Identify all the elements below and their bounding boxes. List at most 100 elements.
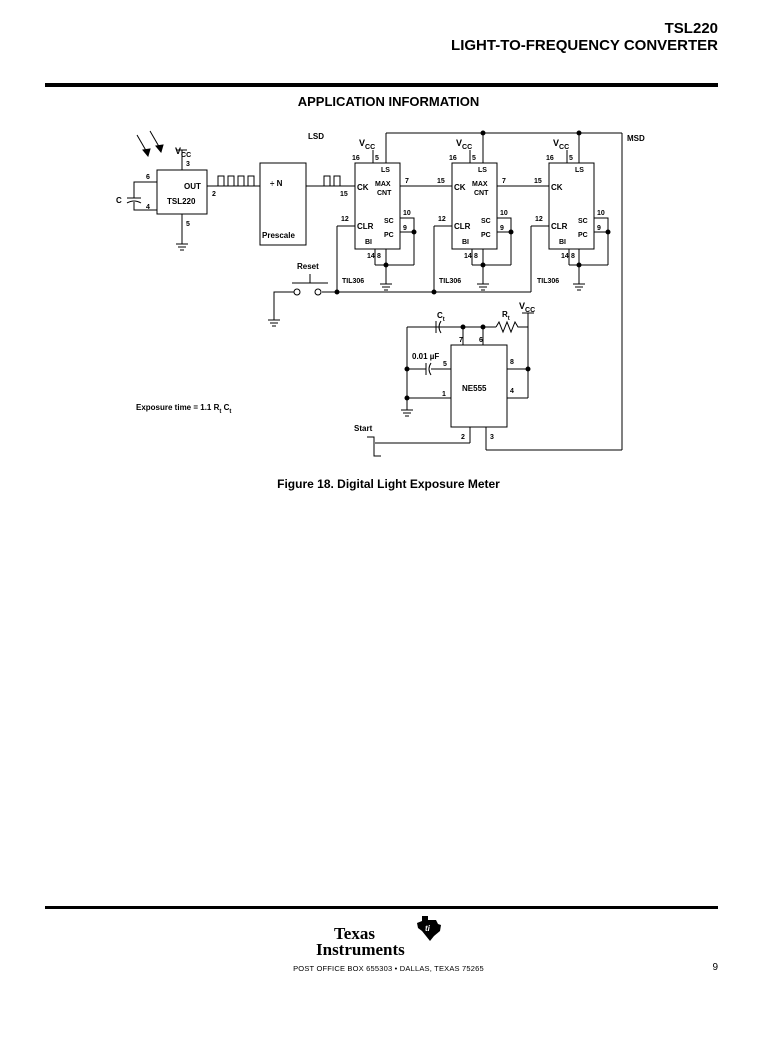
svg-text:16: 16: [449, 155, 457, 162]
document-title: LIGHT-TO-FREQUENCY CONVERTER: [451, 37, 718, 54]
svg-text:CK: CK: [551, 183, 563, 192]
start-label: Start: [354, 424, 373, 433]
svg-text:5: 5: [375, 155, 379, 162]
svg-text:16: 16: [546, 155, 554, 162]
svg-text:CNT: CNT: [377, 190, 392, 197]
lsd-label: LSD: [308, 132, 324, 141]
svg-text:8: 8: [571, 253, 575, 260]
svg-text:16: 16: [352, 155, 360, 162]
vcc-label: VCC: [175, 146, 191, 159]
svg-text:PC: PC: [384, 232, 394, 239]
pin-label: 7: [502, 178, 506, 185]
pin-label: 7: [459, 337, 463, 344]
reset-label: Reset: [297, 262, 319, 271]
svg-text:10: 10: [597, 210, 605, 217]
prescale-block: [259, 162, 307, 246]
svg-text:PC: PC: [578, 232, 588, 239]
ti-logo-icon: ti: [417, 916, 441, 941]
svg-text:9: 9: [403, 225, 407, 232]
pulse-icon: [318, 175, 341, 187]
svg-text:TIL306: TIL306: [439, 278, 461, 285]
vcc-label: VCC: [519, 301, 535, 314]
svg-text:VCC: VCC: [359, 138, 375, 151]
prescale-label: Prescale: [262, 231, 295, 240]
counter-2: VCC 16 5 LS CK MAX CNT CLR SC PC BI 10 9…: [434, 138, 514, 291]
part-number: TSL220: [664, 20, 718, 37]
svg-text:LS: LS: [478, 167, 487, 174]
pin-label: 15: [340, 191, 348, 198]
ct-label: Ct: [437, 311, 445, 323]
svg-text:LS: LS: [381, 167, 390, 174]
svg-text:10: 10: [500, 210, 508, 217]
svg-text:MAX: MAX: [375, 181, 391, 188]
pin-label: 1: [442, 391, 446, 398]
svg-text:CK: CK: [357, 183, 369, 192]
svg-text:CLR: CLR: [551, 222, 568, 231]
pulse-train-icon: [214, 175, 255, 187]
reset-switch-icon: [292, 274, 328, 296]
pin-label: 5: [186, 221, 190, 228]
tsl220-label: TSL220: [167, 197, 196, 206]
header-rule: [45, 83, 718, 87]
pin-label: 15: [437, 178, 445, 185]
document-header: TSL220 LIGHT-TO-FREQUENCY CONVERTER: [451, 20, 718, 54]
svg-text:5: 5: [472, 155, 476, 162]
svg-text:12: 12: [341, 216, 349, 223]
ti-logo-text: Texas Instruments: [316, 924, 405, 959]
figure-caption: Figure 18. Digital Light Exposure Meter: [277, 477, 500, 491]
ground-icon: [176, 243, 188, 251]
svg-text:BI: BI: [462, 239, 469, 246]
footer-address: POST OFFICE BOX 655303 • DALLAS, TEXAS 7…: [293, 964, 484, 973]
svg-text:PC: PC: [481, 232, 491, 239]
svg-text:TIL306: TIL306: [537, 278, 559, 285]
pin-label: 2: [212, 191, 216, 198]
start-pulse-icon: [367, 436, 381, 457]
counter-3: VCC 16 5 LS CK CLR SC PC BI 10 9 14 8 TI…: [531, 138, 611, 291]
footer-rule: [45, 906, 718, 909]
svg-text:ti: ti: [425, 924, 431, 933]
pin-label: 15: [534, 178, 542, 185]
svg-text:CLR: CLR: [357, 222, 374, 231]
ne555-block: [450, 344, 508, 428]
svg-text:SC: SC: [481, 218, 491, 225]
exposure-formula: Exposure time = 1.1 Rt Ct: [136, 403, 231, 415]
cap-value-label: 0.01 µF: [412, 352, 439, 361]
svg-text:CLR: CLR: [454, 222, 471, 231]
svg-text:14: 14: [367, 253, 375, 260]
pin-label: 4: [146, 204, 150, 211]
schematic-diagram: VCC 3 OUT TSL220 C 6 4 5 2 ÷ N Prescale …: [116, 130, 645, 457]
svg-text:VCC: VCC: [553, 138, 569, 151]
pin-label: 6: [479, 337, 483, 344]
svg-text:MAX: MAX: [472, 181, 488, 188]
svg-text:12: 12: [438, 216, 446, 223]
pin-label: 2: [461, 434, 465, 441]
svg-text:9: 9: [500, 225, 504, 232]
pin-label: 8: [510, 359, 514, 366]
ne555-label: NE555: [462, 384, 487, 393]
svg-text:8: 8: [474, 253, 478, 260]
svg-text:10: 10: [403, 210, 411, 217]
svg-text:CNT: CNT: [474, 190, 489, 197]
cap-label: C: [116, 196, 122, 205]
svg-text:VCC: VCC: [456, 138, 472, 151]
svg-text:BI: BI: [559, 239, 566, 246]
svg-text:14: 14: [561, 253, 569, 260]
pin-label: 7: [405, 178, 409, 185]
pin-label: 3: [186, 161, 190, 168]
pin-label: 4: [510, 388, 514, 395]
logo-line-1: Texas: [334, 924, 375, 943]
logo-line-2: Instruments: [316, 940, 405, 959]
pin-label: 6: [146, 174, 150, 181]
svg-text:BI: BI: [365, 239, 372, 246]
svg-text:5: 5: [569, 155, 573, 162]
msd-label: MSD: [627, 134, 645, 143]
tsl220-block: [156, 169, 208, 215]
svg-text:CK: CK: [454, 183, 466, 192]
resistor-icon: [495, 320, 528, 334]
svg-text:TIL306: TIL306: [342, 278, 364, 285]
svg-text:9: 9: [597, 225, 601, 232]
counter-1: VCC 16 5 LS CK MAX CNT CLR SC PC BI 10 9…: [337, 138, 417, 291]
section-heading: APPLICATION INFORMATION: [297, 94, 480, 109]
page-number: 9: [712, 962, 718, 973]
light-arrows-icon: [136, 130, 164, 158]
